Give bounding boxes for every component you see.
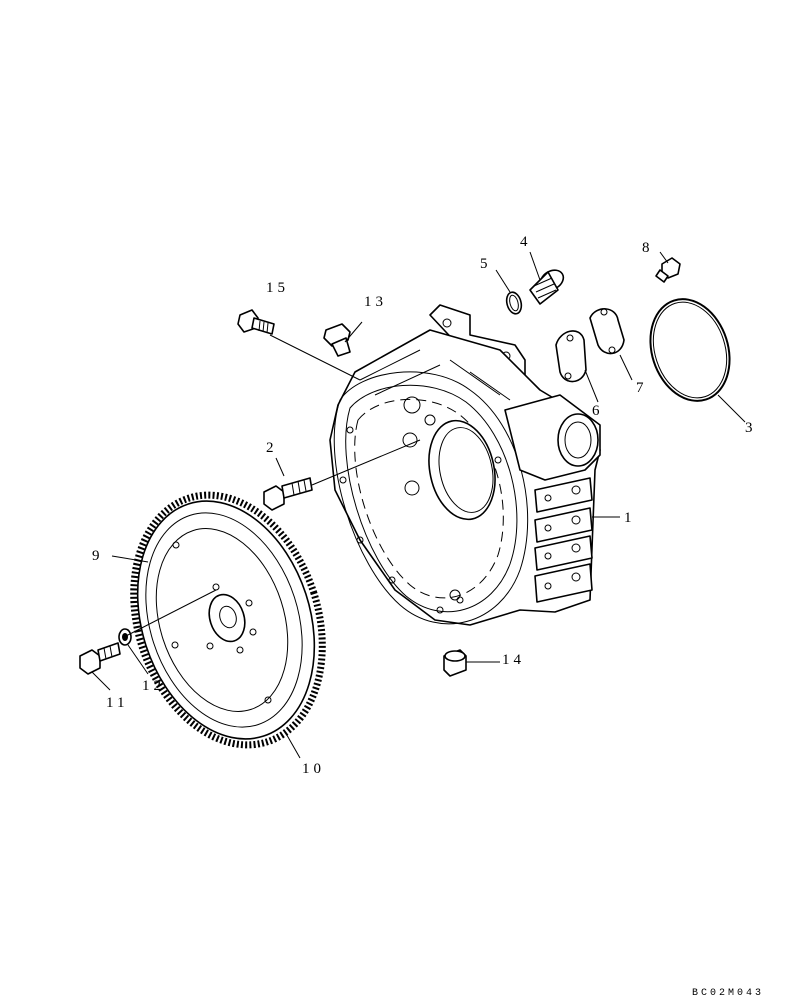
callout-6: 6 [592,403,604,419]
bolt-8 [655,257,681,283]
flywheel [130,491,326,749]
callout-5: 5 [480,256,492,272]
callout-4: 4 [520,234,532,250]
callout-9: 9 [92,548,104,564]
reference-code: BC02M043 [691,988,764,999]
cover-7 [589,308,625,355]
callout-14: 14 [502,652,525,668]
bolt-2 [263,477,313,511]
callout-10: 10 [302,761,325,777]
callout-8: 8 [642,240,654,256]
oring-3 [649,298,731,402]
callout-12: 12 [142,678,165,694]
oring-5 [505,291,523,315]
callout-11: 11 [106,695,128,711]
callout-2: 2 [266,440,278,456]
plug-13 [323,323,351,357]
callout-7: 7 [636,380,648,396]
plug-14 [443,649,467,677]
bolt-11 [79,642,121,675]
leader-lines [91,251,746,759]
flywheel-housing [329,304,601,626]
plug-4 [529,269,565,305]
bolt-15 [237,309,275,335]
callout-15: 15 [266,280,289,296]
callout-1: 1 [624,510,636,526]
callout-3: 3 [745,420,757,436]
callout-13: 13 [364,294,387,310]
cover-6 [555,330,587,383]
